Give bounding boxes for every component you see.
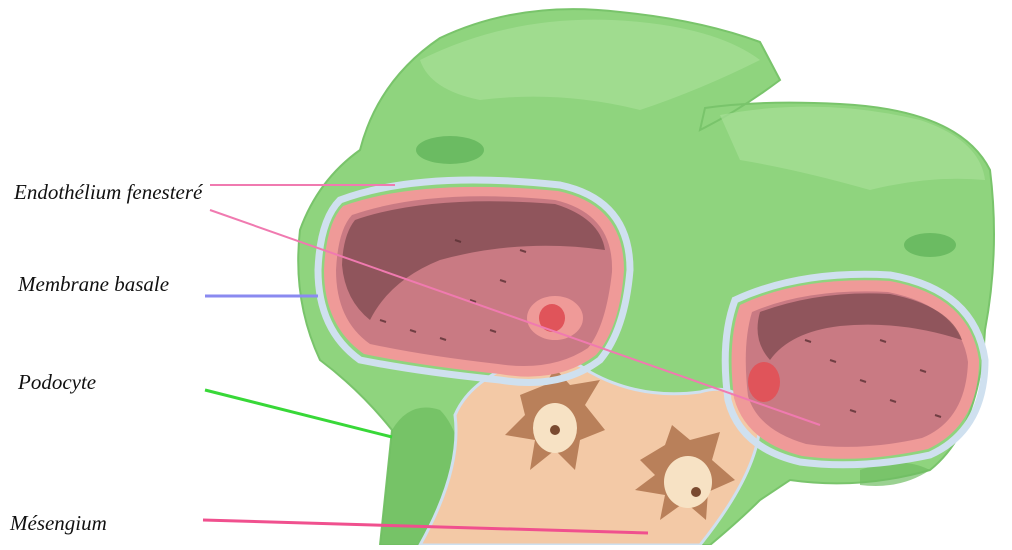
- podocyte-cell-body: [416, 136, 484, 164]
- red-blood-cell: [748, 362, 780, 402]
- nucleolus: [691, 487, 701, 497]
- podocyte-cell-body: [904, 233, 956, 257]
- label-endothelium: Endothélium fenesteré: [14, 180, 202, 205]
- label-podocyte: Podocyte: [18, 370, 96, 395]
- mesangial-nucleus: [664, 456, 712, 508]
- nucleolus: [550, 425, 560, 435]
- label-mesangium: Mésengium: [10, 511, 107, 536]
- label-membrane-basale: Membrane basale: [18, 272, 169, 297]
